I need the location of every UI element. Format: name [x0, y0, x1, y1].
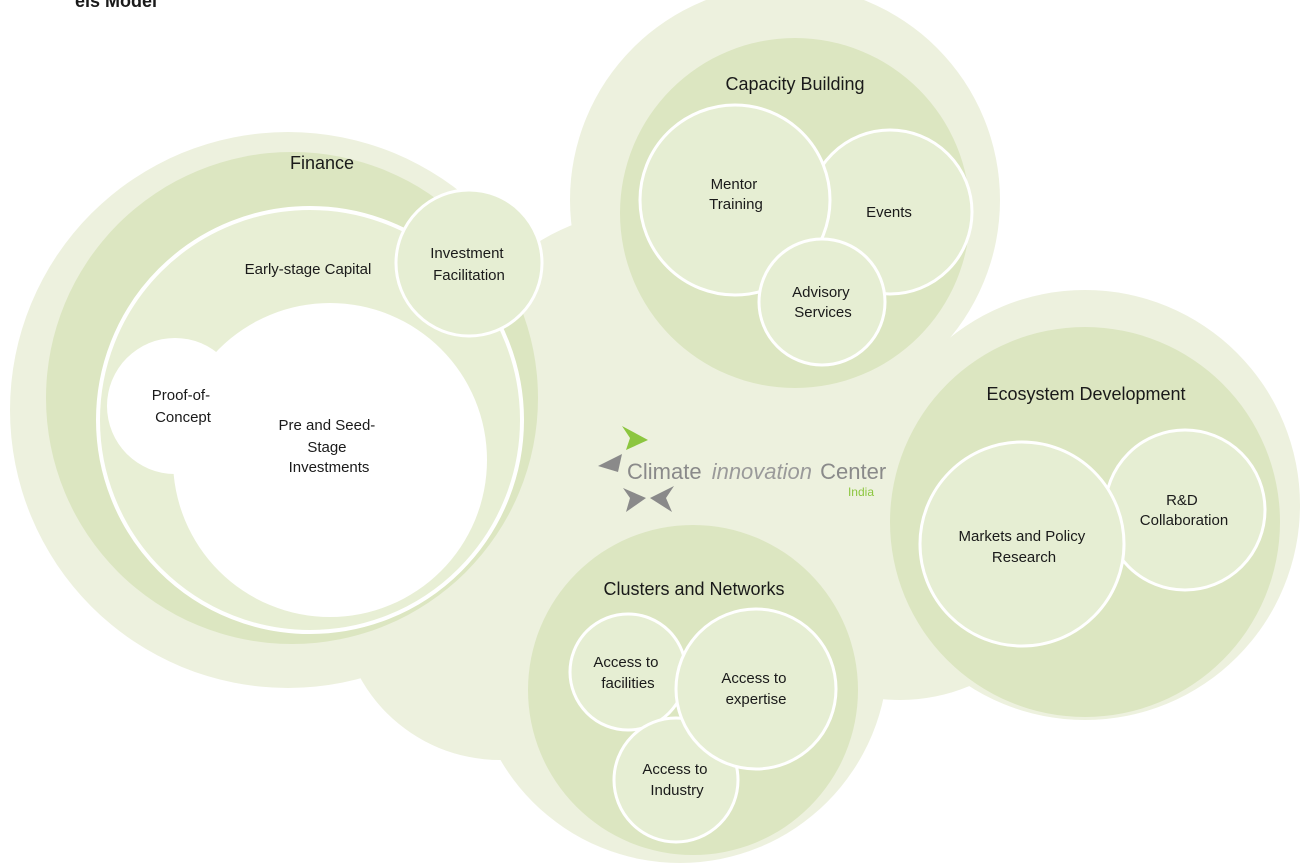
clusters-networks-section: Clusters and Networks Access to faciliti… [528, 525, 858, 855]
mentor-training-label: Mentor Training [709, 176, 763, 213]
proof-of-concept-label: Proof-of- Concept [152, 387, 215, 426]
ecosystem-development-title: Ecosystem Development [986, 384, 1185, 404]
page-header-fragment: ’els Model [70, 0, 157, 11]
climate-innovation-center-logo: Climate innovation Center India [598, 426, 886, 512]
clusters-networks-title: Clusters and Networks [603, 579, 784, 599]
investment-facilitation-label: Investment Facilitation [430, 245, 508, 284]
access-facilities-bubble [568, 612, 688, 732]
mentor-training-bubble [638, 103, 832, 297]
logo-mark-icon [598, 426, 674, 512]
capacity-building-section: Capacity Building Mentor Training Events… [620, 38, 974, 388]
pre-seed-white-area [107, 303, 487, 617]
early-stage-capital-label: Early-stage Capital [245, 261, 372, 278]
rnd-collaboration-label: R&D Collaboration [1140, 492, 1228, 529]
markets-policy-bubble [918, 440, 1126, 648]
investment-facilitation-bubble [394, 188, 544, 338]
access-expertise-label: Access to expertise [721, 670, 790, 708]
logo-subtitle: India [848, 485, 874, 499]
access-facilities-label: Access to facilities [593, 654, 662, 692]
rnd-collaboration-bubble [1103, 428, 1267, 592]
ecosystem-development-section: Ecosystem Development Markets and Policy… [890, 327, 1280, 717]
logo-wordmark: Climate innovation Center [627, 459, 886, 484]
access-industry-label: Access to Industry [642, 761, 711, 799]
pre-seed-investments-label: Pre and Seed- Stage Investments [279, 417, 380, 476]
finance-section: Finance Early-stage Capital Investment F… [46, 152, 544, 644]
markets-policy-label: Markets and Policy Research [959, 528, 1090, 566]
access-expertise-bubble [674, 607, 838, 771]
events-label: Events [866, 204, 912, 221]
finance-title: Finance [290, 153, 354, 173]
advisory-services-label: Advisory Services [792, 284, 854, 321]
advisory-services-bubble [757, 237, 887, 367]
capacity-building-title: Capacity Building [725, 74, 864, 94]
